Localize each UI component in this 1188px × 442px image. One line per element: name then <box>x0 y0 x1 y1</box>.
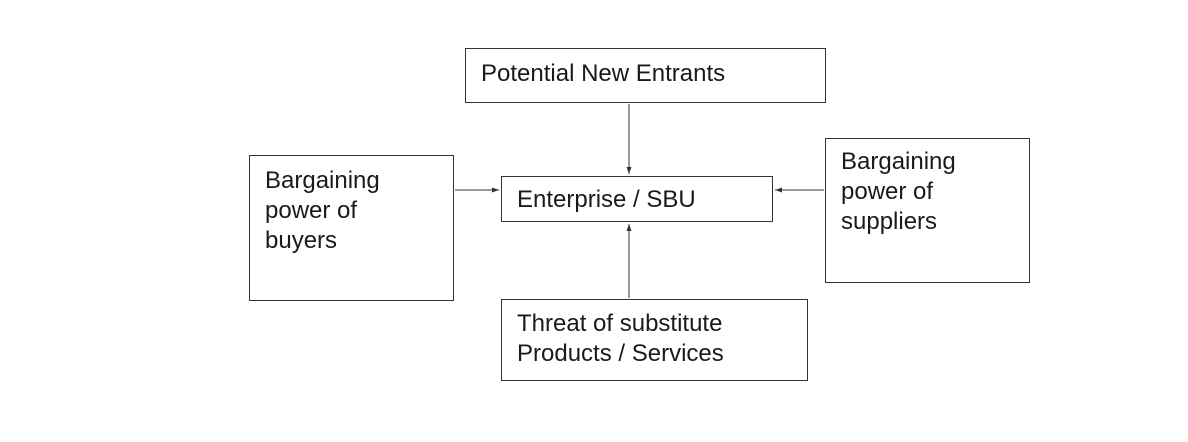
threat-of-substitutes-box: Threat of substitute Products / Services <box>501 299 808 381</box>
enterprise-sbu-box: Enterprise / SBU <box>501 176 773 222</box>
potential-new-entrants-box: Potential New Entrants <box>465 48 826 103</box>
bargaining-power-buyers-box: Bargaining power of buyers <box>249 155 454 301</box>
bargaining-power-suppliers-box: Bargaining power of suppliers <box>825 138 1030 283</box>
